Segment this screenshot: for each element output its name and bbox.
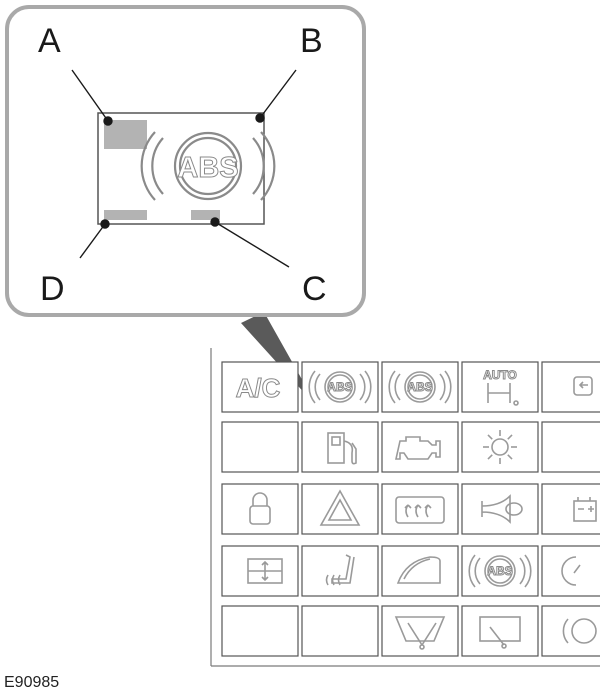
icon-tile [461,361,539,413]
abs-label: ABS [177,152,238,184]
figure-id: E90985 [4,674,60,691]
icon-tile [301,605,379,657]
abs-small-label: ABS [327,380,352,394]
callout-a: A [38,22,61,60]
icon-tile [301,421,379,473]
icon-tile [381,545,459,597]
icon-tile [541,361,600,413]
leader-c [214,221,290,268]
icon-tile [461,421,539,473]
leader-b-dot [255,113,265,123]
icon-tile [541,421,600,473]
leader-b [259,69,297,119]
windscreen-icon [396,556,441,584]
callout-b: B [300,22,323,60]
lamp-segment-a [104,120,147,149]
auto-label: AUTO [483,368,517,382]
icon-tile [221,483,299,535]
abs-icon: ABS [388,370,452,404]
leader-a-dot [103,116,113,126]
abs-icon: ABS [468,554,532,588]
abs-icon [140,131,276,201]
icon-tile [541,545,600,597]
leader-lines [71,69,297,268]
lamp-segment-c [191,210,220,220]
auto-4wd-icon: AUTO [483,368,519,406]
window-lift-icon [247,558,283,584]
icon-tile [221,361,299,413]
icon-tile [541,605,600,657]
leader-a [71,69,109,122]
leader-c-dot [210,217,220,227]
inset-pointer [241,312,318,408]
callout-d: D [40,270,65,308]
abs-icon: ABS [308,370,372,404]
abs-small-label: ABS [407,380,432,394]
lamp-segment-d [104,210,147,220]
door-ajar-icon [573,376,593,396]
icon-grid: A/C ABS ABS AUTO ABS [210,348,600,667]
grid-tiles [221,361,600,657]
icon-tile [381,421,459,473]
ac-icon: A/C [235,373,281,404]
icon-tile [461,605,539,657]
hazard-triangle-icon [319,489,361,526]
icon-tile [301,545,379,597]
battery-icon [573,497,597,522]
leader-d [79,223,106,259]
icon-tile [461,483,539,535]
front-wiper-icon [394,616,446,650]
check-engine-icon [395,436,441,460]
ac-label: A/C [236,373,281,403]
fuel-pump-icon [327,432,357,465]
icon-tile [221,605,299,657]
horn-icon [481,494,523,524]
padlock-icon [249,492,271,525]
icon-tile [221,545,299,597]
heated-seat-icon [325,554,355,586]
callout-c: C [302,270,327,308]
icon-tile [381,483,459,535]
leader-d-dot [100,219,110,229]
enlarged-warning-lamp: ABS [97,112,276,225]
speed-control-icon [561,556,581,586]
abs-small-label: ABS [487,564,512,578]
rear-wiper-icon [479,616,521,649]
park-brake-icon [562,618,597,644]
grid-icons: A/C ABS ABS AUTO ABS [235,368,597,650]
exterior-lamp-icon [483,430,517,464]
icon-tile [221,421,299,473]
rear-defrost-icon [395,496,445,524]
